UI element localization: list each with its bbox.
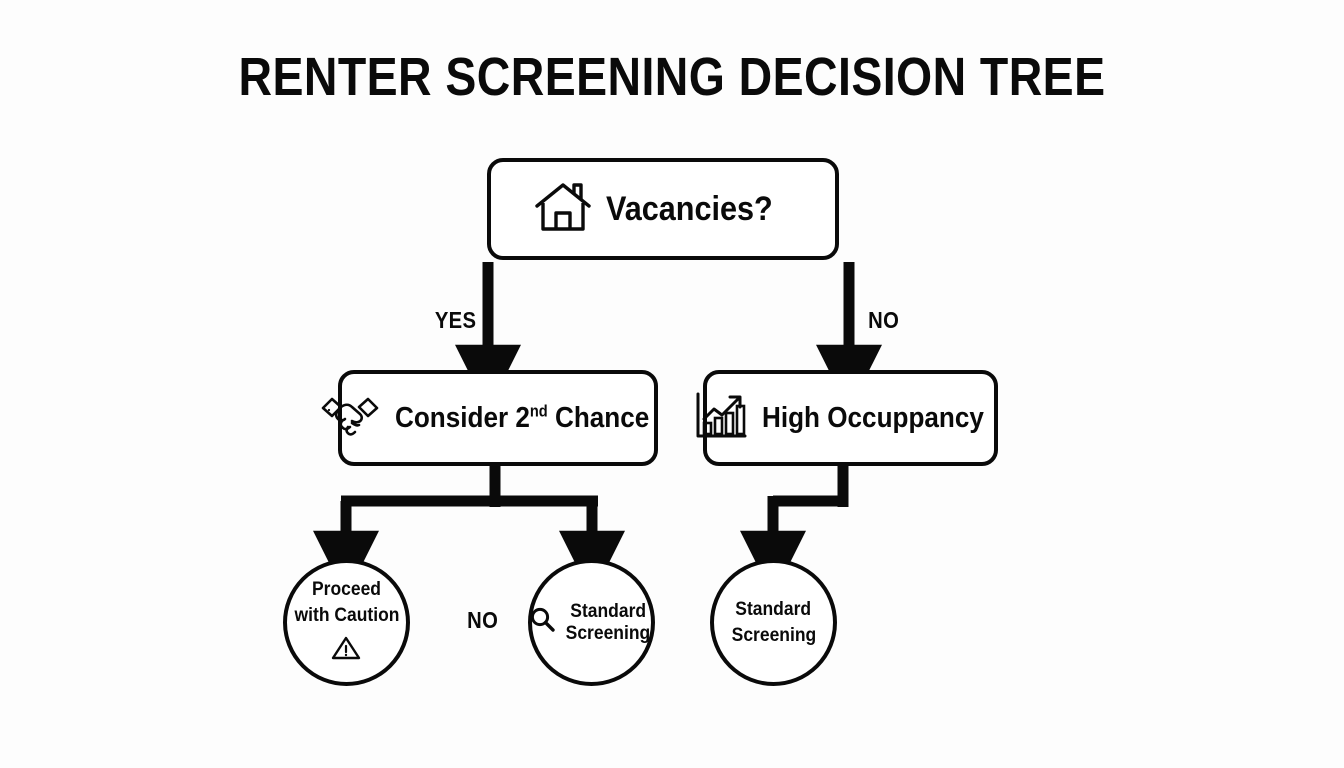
leaf-proceed-with-caution-line2: with Caution (294, 605, 399, 626)
warning-triangle-icon (331, 635, 361, 666)
growth-chart-icon (692, 391, 748, 446)
house-icon (534, 181, 592, 238)
page-title: RENTER SCREENING DECISION TREE (238, 47, 1106, 107)
leaf-standard-screening-right[interactable]: Standard Screening (710, 559, 837, 686)
node-consider-second-chance[interactable]: Consider 2nd Chance (321, 370, 658, 466)
leaf-standard-screening-right-line2: Screening (731, 625, 816, 646)
leaf-standard-screening-right-line1: Standard (735, 598, 812, 620)
edge-label-yes: YES (434, 307, 477, 333)
leaf-standard-screening-left-line2: Screening (565, 622, 651, 644)
edge-second-chance-split (313, 466, 625, 597)
leaf-standard-screening-left[interactable]: Standard Screening (528, 559, 655, 686)
edge-label-no-right: NO (868, 307, 900, 333)
node-vacancies-label: Vacancies? (606, 189, 774, 228)
handshake-icon (319, 393, 381, 444)
node-high-occupancy-label: High Occuppancy (762, 401, 985, 434)
leaf-proceed-with-caution-line1: Proceed (311, 578, 381, 600)
magnifier-icon (529, 606, 557, 639)
node-consider-second-chance-label: Consider 2nd Chance (394, 401, 650, 434)
node-vacancies[interactable]: Vacancies? (487, 158, 839, 260)
node-high-occupancy[interactable]: High Occuppancy (696, 370, 998, 466)
edge-high-occupancy-to-standard (740, 466, 849, 597)
edge-label-no-middle: NO (467, 607, 499, 633)
leaf-standard-screening-left-line1: Standard (570, 601, 646, 623)
leaf-proceed-with-caution[interactable]: Proceed with Caution (283, 559, 410, 686)
